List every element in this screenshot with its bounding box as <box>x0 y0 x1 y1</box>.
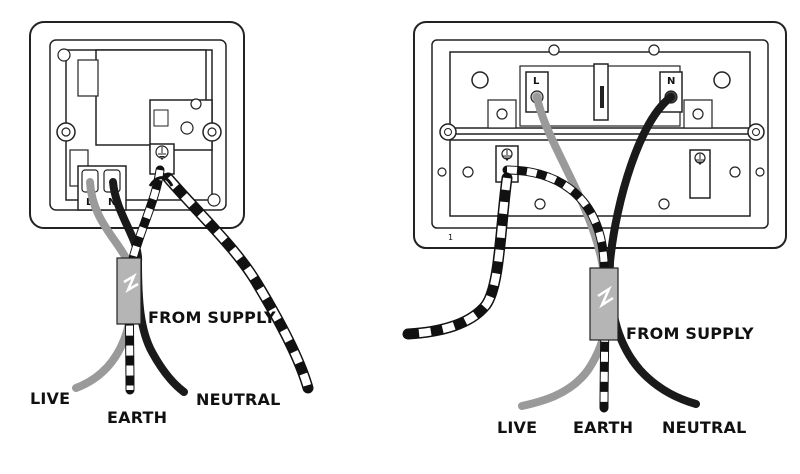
screw-icon <box>202 122 222 142</box>
from-supply-label: FROM SUPPLY <box>626 324 754 343</box>
live-label: LIVE <box>497 418 537 437</box>
terminal-label-neutral: N <box>108 197 116 208</box>
terminal-label-live: L <box>86 197 93 208</box>
cable-sheath-icon <box>116 257 142 325</box>
terminal-label-live: L <box>533 76 540 87</box>
screw-icon <box>437 44 765 210</box>
double-faceplate-diagram: 1 <box>402 21 787 437</box>
neutral-label: NEUTRAL <box>662 418 747 437</box>
screw-icon <box>57 48 221 207</box>
earth-label: EARTH <box>107 408 167 427</box>
corner-number: 1 <box>448 233 453 242</box>
earth-terminal-icon <box>149 143 175 175</box>
single-faceplate-diagram: L N FROM SUPPLY LIVE EARTH NEUTRAL <box>29 21 314 427</box>
earth-label: EARTH <box>573 418 633 437</box>
from-supply-label: FROM SUPPLY <box>148 308 276 327</box>
live-label: LIVE <box>30 389 70 408</box>
terminal-label-neutral: N <box>667 76 675 87</box>
neutral-label: NEUTRAL <box>196 390 281 409</box>
cable-sheath-icon <box>589 267 619 341</box>
screw-icon <box>56 122 76 142</box>
